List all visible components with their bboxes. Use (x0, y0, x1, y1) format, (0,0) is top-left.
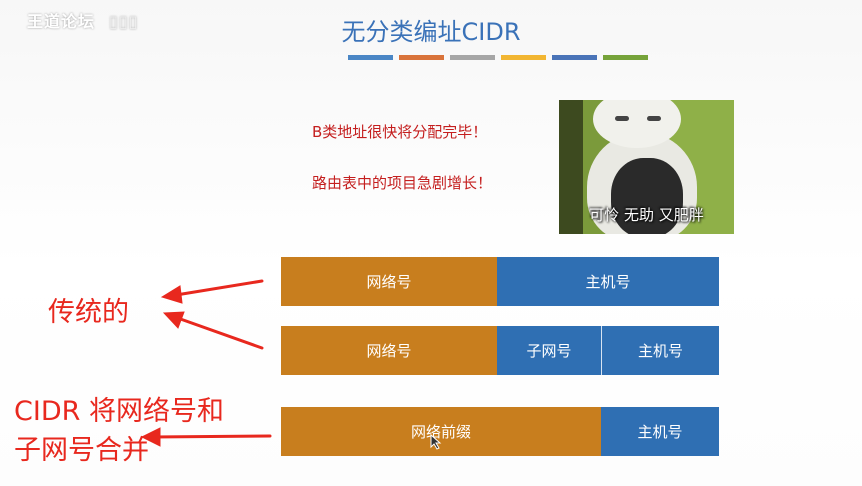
row1-network-field: 网络号 (281, 257, 497, 306)
slide-title: 无分类编址CIDR (341, 18, 521, 46)
panda-eye-right (647, 116, 661, 121)
arrow-to-row3 (140, 427, 272, 447)
arrow-to-row1 (160, 279, 264, 304)
row2-host-field: 主机号 (601, 326, 719, 375)
title-bar-segment-2 (399, 55, 444, 60)
title-bar-segment-4 (501, 55, 546, 60)
meme-caption: 可怜 无助 又肥胖 (589, 206, 704, 224)
row2-network-field: 网络号 (281, 326, 497, 375)
panda-meme-image: 可怜 无助 又肥胖 (559, 100, 734, 234)
title-bar-segment-6 (603, 55, 648, 60)
intro-line-1: B类地址很快将分配完毕！ (312, 123, 488, 141)
panda-belly (611, 158, 683, 234)
title-bar-segment-5 (552, 55, 597, 60)
annotation-cidr-line1: CIDR 将网络号和 (14, 396, 224, 427)
watermark-ghost: ▯▯▯ (109, 12, 139, 31)
title-color-bar (348, 55, 648, 60)
row2-subnet-field: 子网号 (497, 326, 601, 375)
row3-prefix-field: 网络前缀 (281, 407, 601, 456)
annotation-traditional: 传统的 (48, 297, 129, 328)
row3-host-field: 主机号 (601, 407, 719, 456)
panda-head (593, 100, 681, 148)
annotation-cidr-line2: 子网号合并 (14, 435, 149, 466)
row1-host-field: 主机号 (497, 257, 719, 306)
intro-line-2: 路由表中的项目急剧增长！ (312, 174, 493, 192)
panda-eye-left (615, 116, 629, 121)
watermark: 王道论坛 ▯▯▯ (27, 8, 138, 32)
meme-background-shadow (559, 100, 583, 234)
mouse-cursor-icon (430, 434, 442, 450)
title-bar-segment-1 (348, 55, 393, 60)
watermark-text: 王道论坛 (27, 12, 96, 31)
title-bar-segment-3 (450, 55, 495, 60)
arrow-to-row2 (162, 311, 264, 350)
